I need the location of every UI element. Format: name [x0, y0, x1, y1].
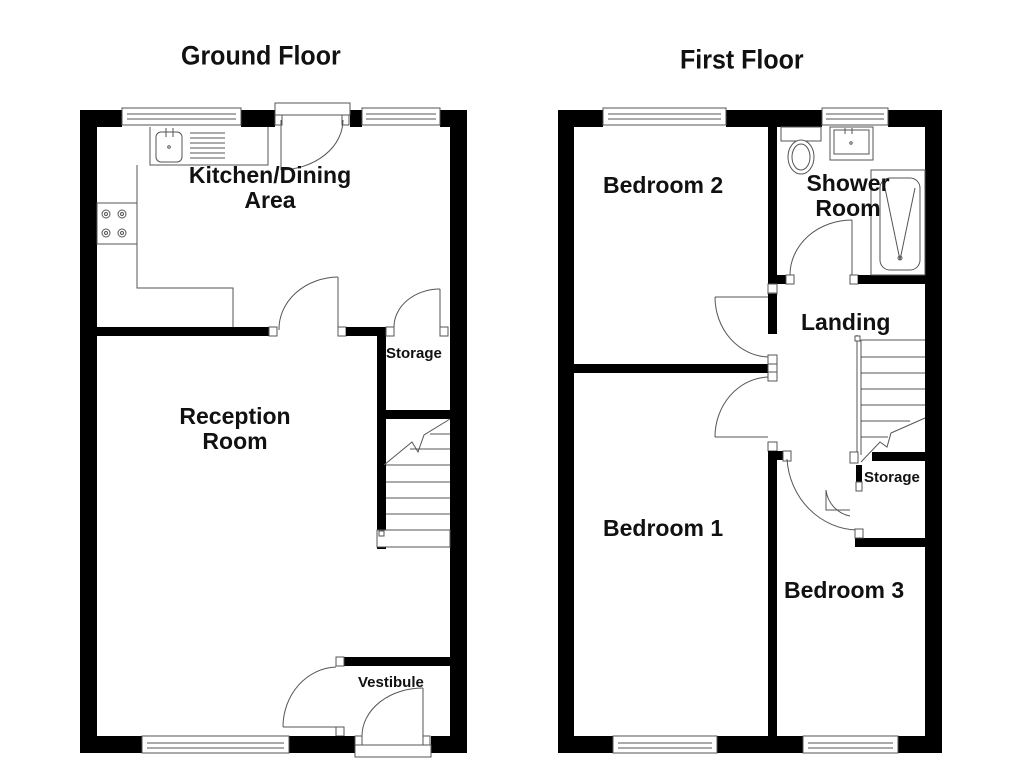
storage-door-icon: [825, 451, 863, 517]
room-label-bedroom-2: Bedroom 2: [603, 172, 724, 198]
window-icon: [361, 107, 441, 126]
room-name: Kitchen/Dining: [188, 162, 352, 188]
front-door-icon: [354, 687, 432, 758]
kitchen-door-icon: [278, 276, 347, 337]
first-floor-title: First Floor: [680, 44, 804, 76]
window-icon: [602, 107, 727, 126]
shower-room-door-icon: [789, 219, 859, 285]
toilet-icon: [780, 126, 822, 175]
room-name: Reception: [179, 403, 291, 429]
room-label-reception-room: Reception Room: [162, 405, 308, 453]
bedroom-2-door-icon: [714, 283, 778, 365]
room-name-line2: Area: [244, 187, 296, 213]
room-label-storage-first: Storage: [864, 469, 920, 486]
basin-icon: [829, 126, 874, 161]
room-label-shower-room: Shower Room: [796, 172, 900, 220]
first-left-wall: [558, 110, 574, 753]
first-floor-plan: [558, 107, 942, 754]
window-icon: [612, 735, 718, 754]
room-label-vestibule: Vestibule: [358, 674, 424, 691]
staircase-icon: [854, 335, 926, 463]
kitchen-worktop: [96, 127, 269, 327]
window-icon: [802, 735, 899, 754]
room-name-line2: Room: [815, 195, 881, 221]
window-icon: [121, 107, 242, 126]
window-icon: [821, 107, 889, 126]
bedroom-1-door-icon: [714, 371, 778, 452]
room-label-storage-ground: Storage: [386, 345, 442, 362]
vestibule-inner-door-icon: [282, 666, 345, 737]
ground-right-wall: [450, 110, 467, 753]
room-label-bedroom-1: Bedroom 1: [603, 515, 724, 541]
room-name: Shower: [806, 170, 890, 196]
room-label-kitchen-dining: Kitchen/Dining Area: [178, 164, 362, 212]
ground-floor-title: Ground Floor: [181, 40, 341, 72]
hob-icon: [101, 209, 127, 238]
sink-icon: [155, 128, 225, 163]
ground-left-wall: [80, 110, 97, 753]
staircase-icon: [376, 418, 451, 548]
back-door-icon: [274, 102, 351, 171]
ground-floor-plan: [80, 102, 467, 758]
first-right-wall: [925, 110, 942, 753]
shower-tray-icon: [870, 169, 926, 276]
bedroom-3-door-icon: [782, 450, 864, 539]
storage-door-icon: [385, 288, 449, 337]
room-label-landing: Landing: [801, 309, 891, 335]
room-name-line2: Room: [202, 428, 268, 454]
window-icon: [141, 735, 290, 754]
room-label-bedroom-3: Bedroom 3: [784, 577, 905, 603]
